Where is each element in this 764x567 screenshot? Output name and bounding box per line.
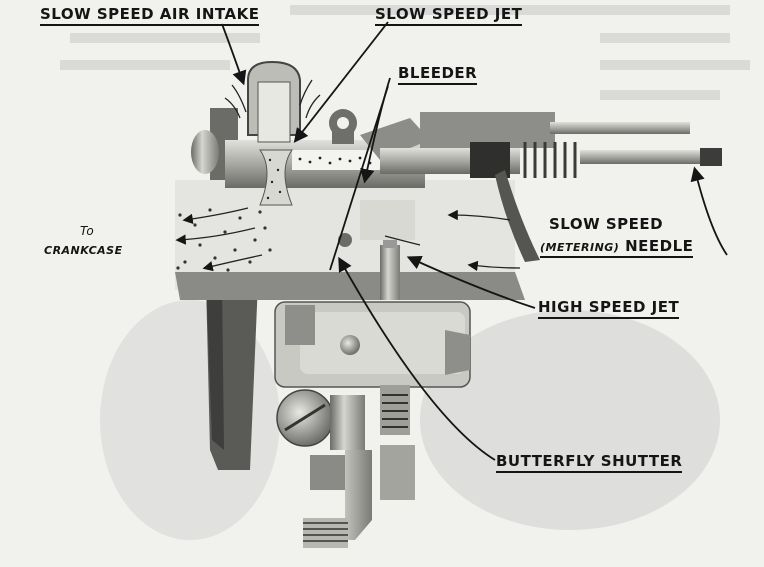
label-slow-speed-jet: SLOW SPEED JET: [375, 5, 523, 26]
high-speed-jet-part: [338, 200, 415, 300]
fuel-spray: [176, 208, 272, 272]
air-intake-cap: [247, 60, 301, 206]
label-bleeder: BLEEDER: [398, 64, 478, 85]
label-metering: (METERING): [540, 241, 620, 254]
flow-arrows: [175, 79, 521, 272]
background-page-text: [60, 5, 750, 100]
float-bowl: [274, 301, 471, 388]
label-butterfly-shutter: BUTTERFLY SHUTTER: [496, 452, 683, 473]
label-crankcase: CRANKCASE: [44, 244, 123, 257]
label-metering-needle: (METERING) NEEDLE: [540, 237, 694, 258]
mounting-plate: [206, 282, 258, 470]
label-slow-speed: SLOW SPEED: [549, 215, 664, 233]
label-needle: NEEDLE: [625, 237, 694, 255]
label-high-speed-jet: HIGH SPEED JET: [538, 298, 680, 319]
label-to: To: [80, 224, 95, 238]
needle-assembly: [380, 112, 722, 262]
label-slow-speed-air-intake: SLOW SPEED AIR INTAKE: [40, 5, 260, 26]
leader-lines: [221, 21, 728, 461]
lower-fittings: [276, 385, 415, 548]
